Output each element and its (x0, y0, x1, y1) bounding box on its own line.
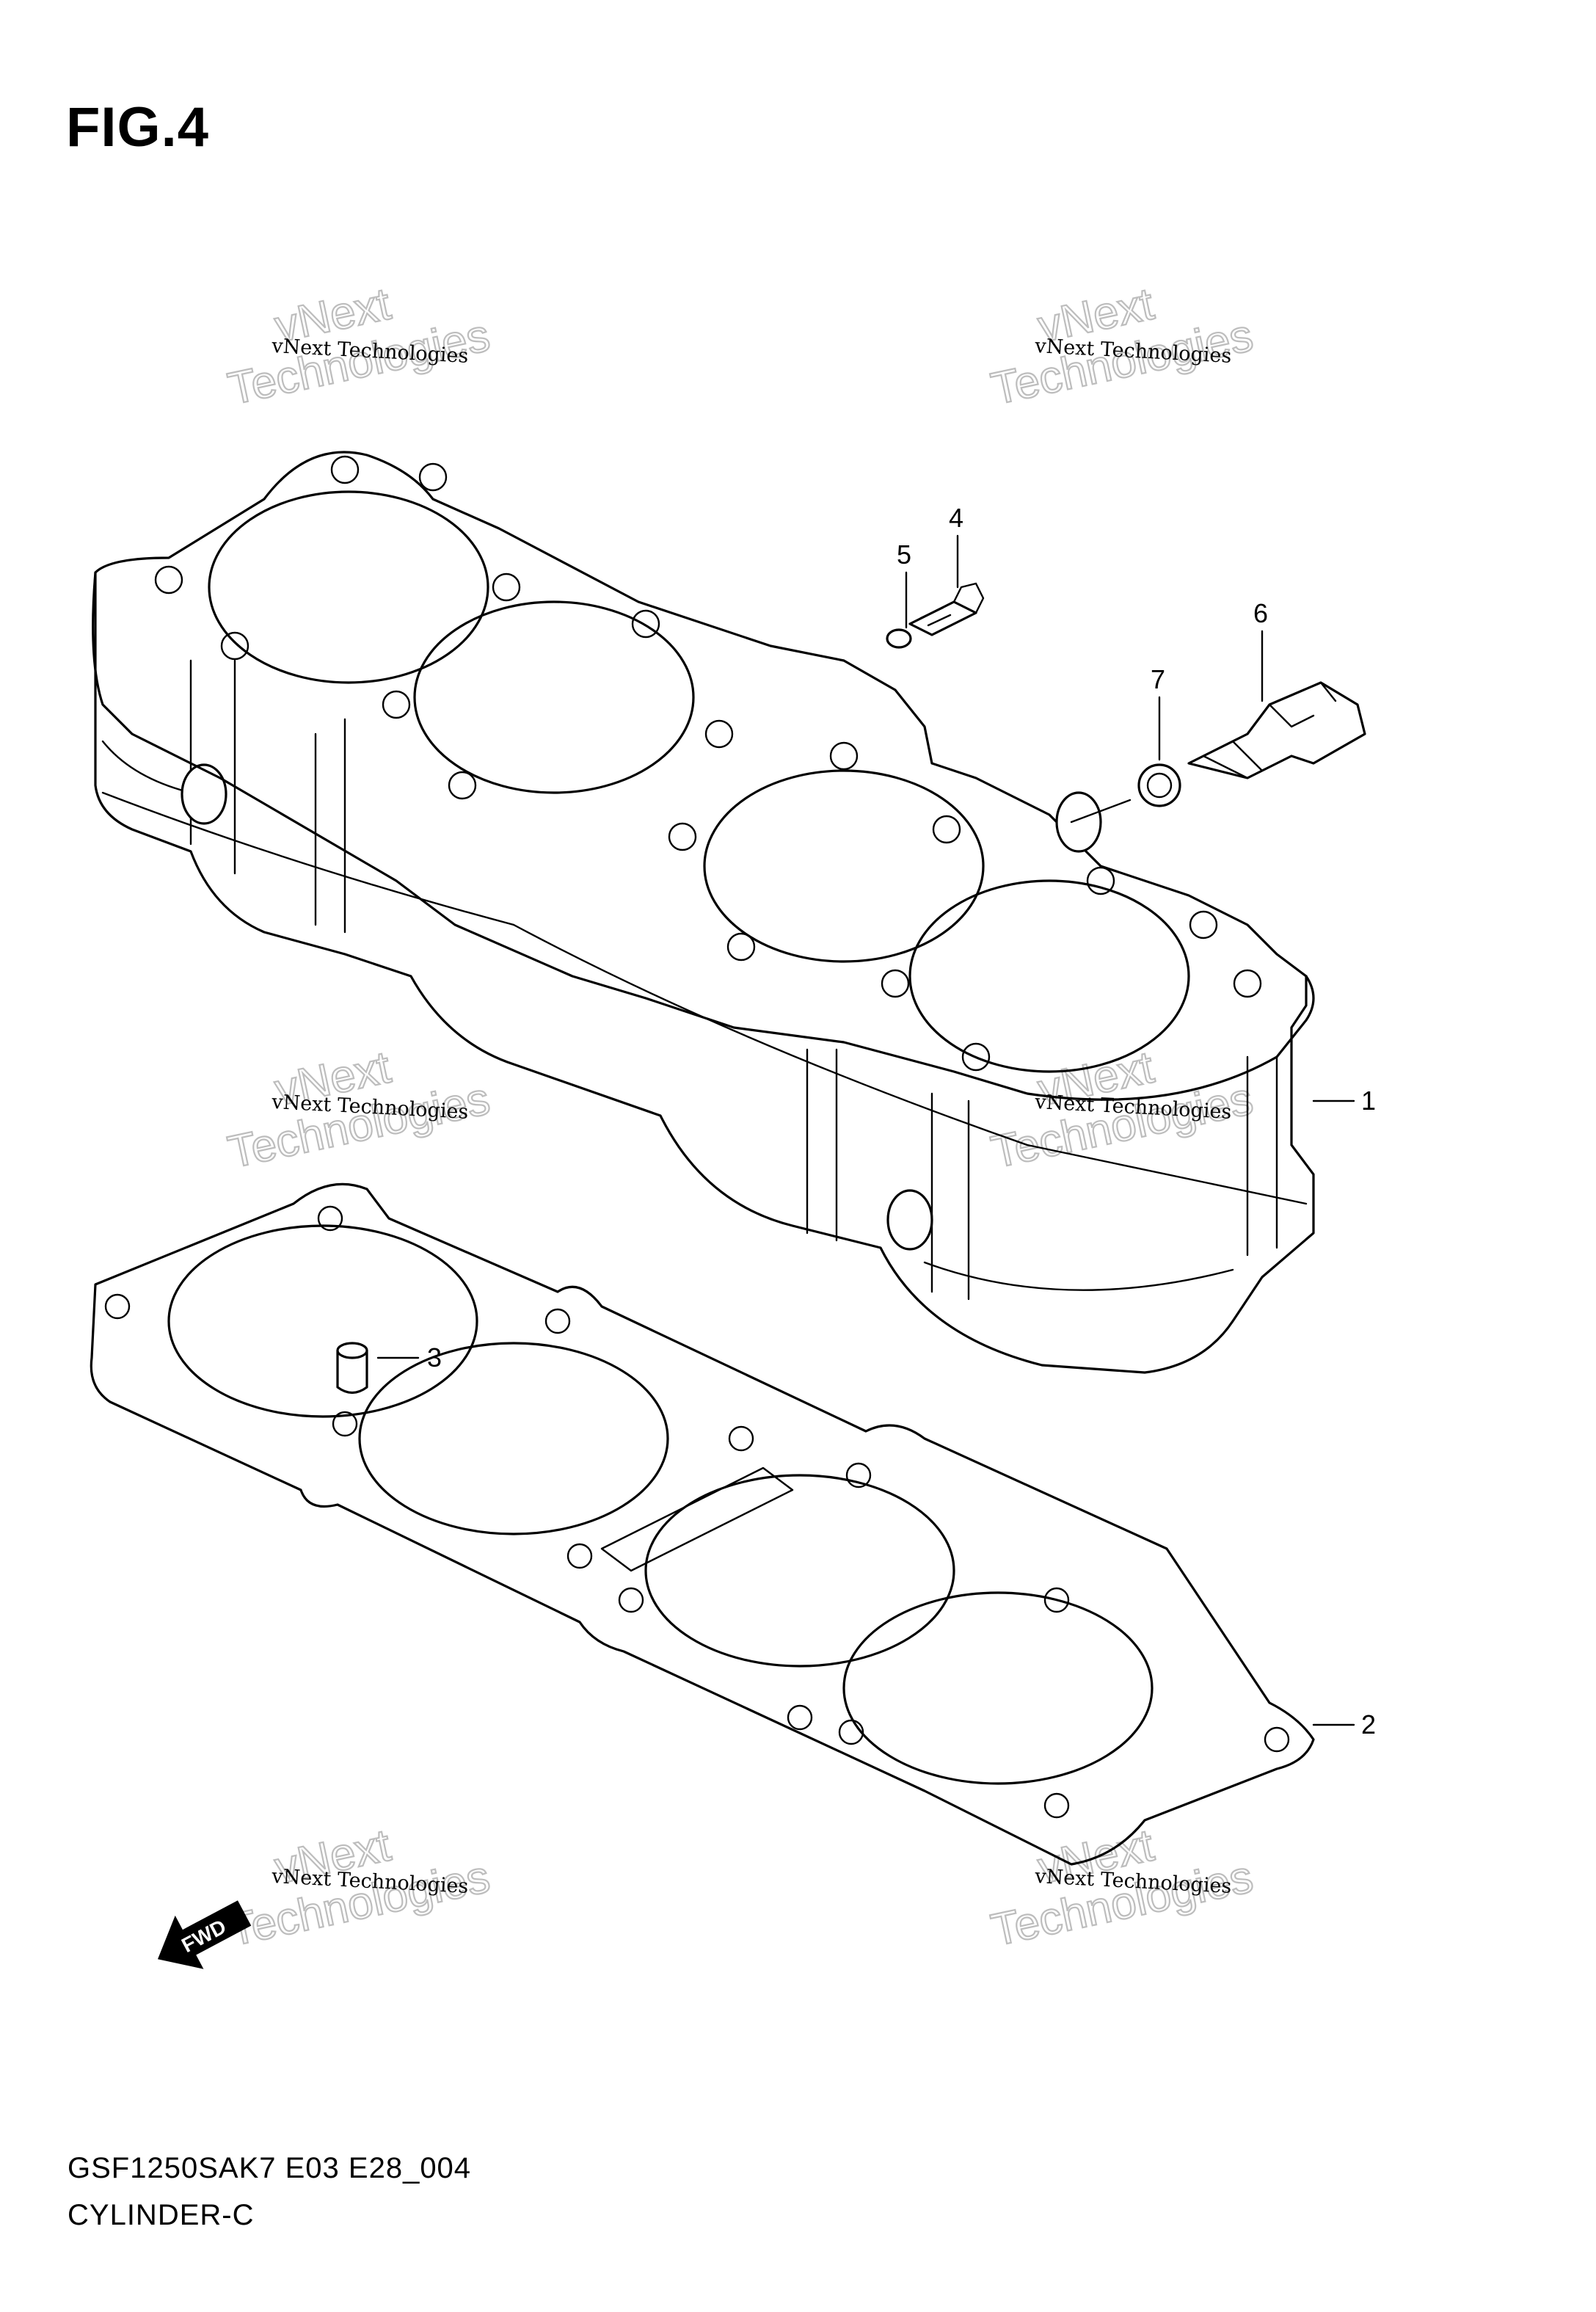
washer-part-5 (886, 628, 912, 649)
figure-title: FIG.4 (66, 96, 210, 159)
callout-7: 7 (1151, 664, 1165, 694)
watermark-top-left: vNext Technologies (223, 277, 495, 415)
callout-4: 4 (949, 503, 963, 533)
dowel-pin-part-3 (336, 1342, 368, 1395)
callout-5: 5 (897, 539, 911, 570)
watermark-top-right: vNext Technologies (986, 277, 1258, 415)
temperature-sensor-part-6 (1187, 681, 1366, 779)
deck-bolt-holes (154, 455, 1262, 1072)
leader-lines (376, 534, 1355, 1726)
gasket-washer-part-7 (1137, 763, 1181, 807)
gasket-bolt-holes (104, 1205, 1290, 1819)
bolt-part-4 (908, 582, 985, 636)
footer-model-code: GSF1250SAK7 E03 E28_004 (68, 2152, 472, 2184)
footer-part-name: CYLINDER-C (68, 2199, 255, 2231)
callout-6: 6 (1253, 598, 1268, 628)
cylinder-gasket-part-2 (90, 1182, 1315, 1866)
callout-1: 1 (1361, 1086, 1376, 1116)
callout-2: 2 (1361, 1709, 1376, 1740)
cylinder-block-part-1 (92, 451, 1315, 1374)
callout-3: 3 (427, 1342, 442, 1373)
